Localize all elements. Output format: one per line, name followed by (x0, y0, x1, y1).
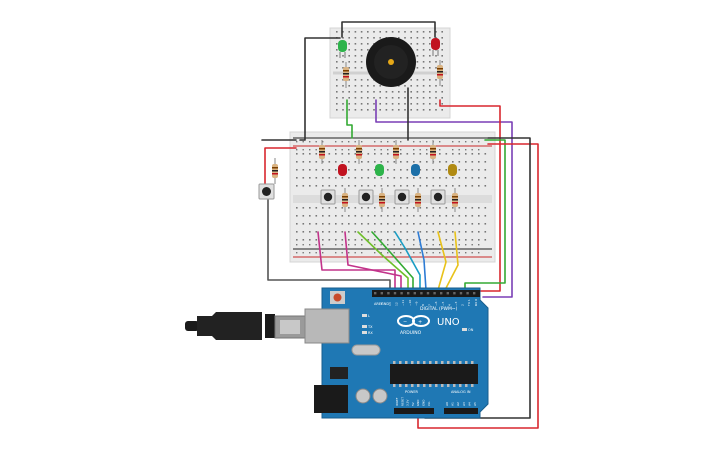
resistor-top-2 (356, 140, 362, 164)
power-pin-label: IOREF (395, 397, 399, 406)
resistor-bottom-2 (379, 188, 385, 212)
wire-yellow-1 (437, 231, 447, 291)
analog-label: ANALOG IN (451, 390, 471, 394)
capacitor-1 (355, 388, 371, 404)
wire-blue-1 (417, 231, 427, 291)
resistor-external (272, 158, 278, 184)
resistor-bottom-3 (415, 188, 421, 212)
pin-label: 2 (461, 304, 465, 306)
wire-green-right (464, 139, 506, 291)
wire-red-left (264, 147, 297, 191)
voltage-regulator (330, 367, 348, 379)
wire-purple-small (375, 99, 513, 298)
power-pin-label: 3.3V (406, 400, 410, 406)
resistor-bottom-4 (452, 188, 458, 212)
main-board-components (319, 140, 458, 212)
power-label: POWER (405, 390, 419, 394)
pin-label: 4 (447, 304, 451, 306)
led-red-main (338, 164, 347, 176)
led-blue-main (411, 164, 420, 176)
wire-grey-left (267, 199, 391, 291)
resistor-small-1 (343, 62, 349, 88)
aref-label: AREF (374, 302, 383, 306)
wire-teal-1 (394, 231, 421, 291)
pushbutton-1[interactable] (320, 189, 336, 205)
pushbutton-external[interactable] (258, 183, 275, 200)
analog-pin-label: A0 (445, 402, 449, 406)
wire-magenta-2 (344, 231, 402, 291)
pin-label: TX 1 (467, 299, 471, 307)
gnd-label: GND (381, 302, 389, 306)
pin-label: 13 (388, 302, 392, 306)
wire-lime-2 (371, 231, 414, 291)
power-pin-label: 5V (411, 402, 415, 406)
svg-text:+: + (418, 320, 422, 326)
pin-label: 8 (421, 304, 425, 306)
wire-magenta-1 (317, 231, 396, 291)
pin-label: ~6 (434, 301, 438, 306)
arduino-logo: − + ARDUINO (397, 315, 430, 336)
brand-label: ARDUINO (400, 330, 422, 336)
svg-text:−: − (403, 319, 407, 325)
on-label: ON (468, 328, 474, 332)
resistor-bottom-1 (342, 188, 348, 212)
pin-label: ~5 (441, 301, 445, 306)
pushbutton-3[interactable] (394, 189, 410, 205)
model-label: UNO (437, 317, 460, 328)
wire-black-top (341, 21, 436, 38)
reset-button[interactable] (330, 291, 345, 304)
pin-label: 7 (428, 304, 432, 306)
pin-label: ~11 (401, 300, 405, 306)
led-green-main (375, 164, 384, 176)
resistor-top-1 (319, 140, 325, 164)
digital-label: DIGITAL (PWM~) (420, 306, 458, 312)
resistor-top-3 (393, 140, 399, 164)
wire-red-small (439, 99, 501, 292)
power-jack (314, 385, 348, 413)
wire-black-left (299, 37, 341, 141)
usb-jack (304, 308, 350, 344)
wire-lime-1 (357, 231, 409, 291)
analog-pin-label: A4 (467, 402, 471, 406)
led-red-small (431, 38, 440, 56)
crystal (351, 344, 381, 356)
pin-label: ~9 (414, 301, 418, 306)
power-pin-label: Vin (427, 401, 431, 406)
analog-header (444, 408, 478, 414)
resistor-top-4 (430, 140, 436, 164)
analog-pin-label: A3 (462, 402, 466, 406)
wire-green-small (346, 99, 353, 139)
resistor-small-2 (437, 60, 443, 86)
usb-cable (185, 312, 306, 340)
tx-label: TX (367, 325, 373, 329)
digital-header (372, 290, 480, 297)
small-board-components (338, 37, 443, 88)
pin-label: ~3 (454, 301, 458, 306)
analog-pin-label: A5 (473, 402, 477, 406)
l-label: L (368, 314, 370, 318)
capacitor-2 (372, 388, 388, 404)
analog-pin-label: A2 (456, 402, 460, 406)
wire-yellow-2 (444, 231, 459, 291)
led-yellow-main (448, 164, 457, 176)
analog-pin-label: A1 (451, 402, 455, 406)
microcontroller-chip (390, 364, 478, 384)
led-green-small (338, 40, 347, 58)
wire-red-right (417, 143, 539, 429)
pin-label: 12 (395, 302, 399, 306)
piezo-buzzer (366, 37, 416, 87)
power-pin-label: GND (416, 400, 420, 406)
power-header (394, 408, 434, 414)
power-pin-label: GND (422, 400, 426, 406)
pin-label: RX 0 (474, 299, 478, 306)
pushbutton-2[interactable] (358, 189, 374, 205)
rx-label: RX (368, 331, 373, 335)
power-pin-label: RESET (400, 397, 404, 406)
pin-label: ~10 (408, 300, 412, 306)
pushbutton-4[interactable] (430, 189, 446, 205)
